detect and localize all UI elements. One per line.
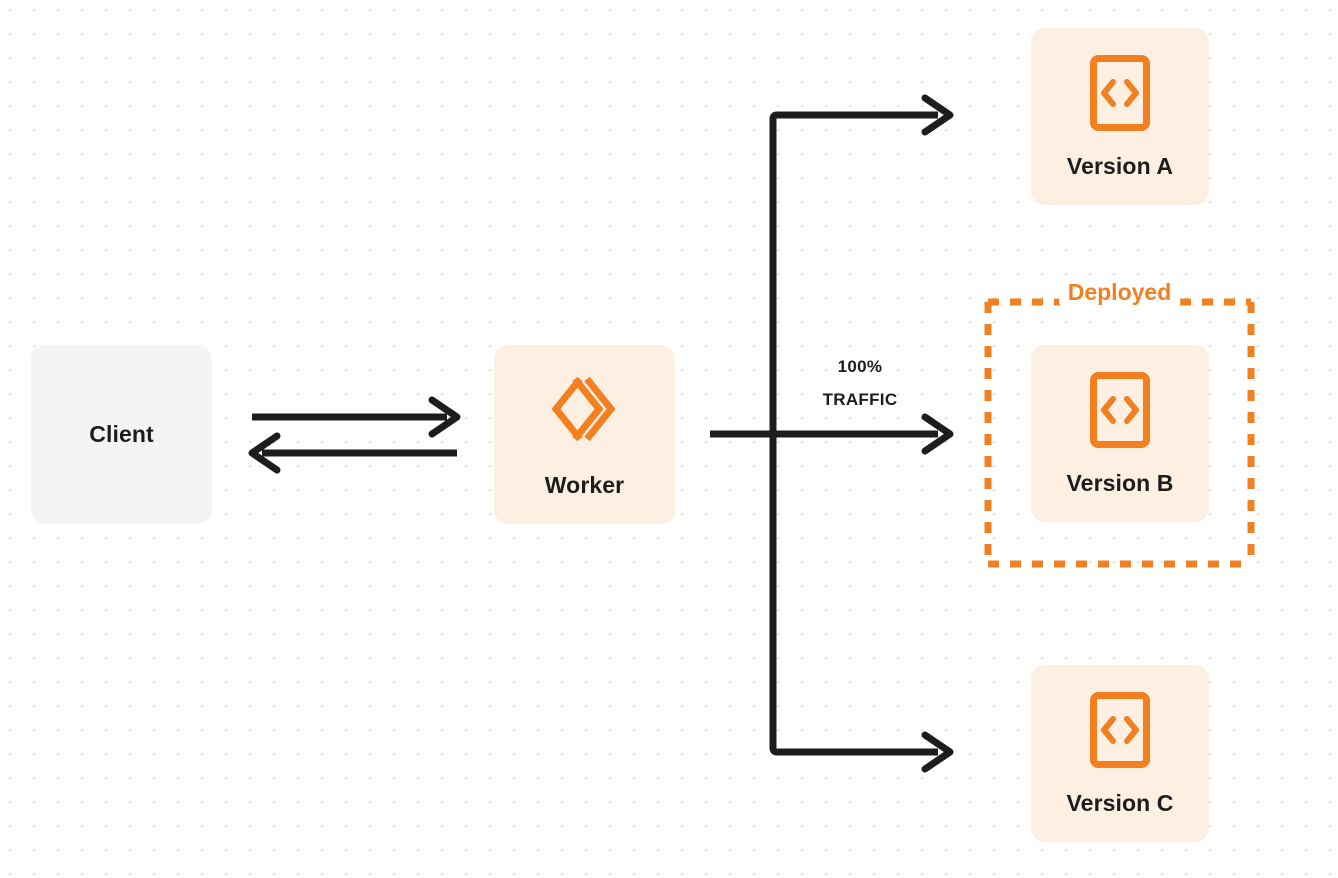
traffic-annotation: 100% TRAFFIC: [795, 350, 925, 416]
traffic-percent: 100%: [837, 357, 883, 376]
edge-worker-to-version-c: [786, 731, 954, 773]
cloudflare-workers-logo-icon: [547, 371, 623, 452]
node-version-b[interactable]: Version B: [1031, 345, 1209, 522]
deployed-group-frame: Deployed: [984, 281, 1255, 568]
node-worker[interactable]: Worker: [494, 345, 675, 524]
node-worker-label: Worker: [544, 471, 625, 498]
edge-worker-to-version-a: [786, 94, 954, 136]
node-version-a[interactable]: Version A: [1031, 28, 1209, 205]
node-client[interactable]: Client: [31, 345, 212, 524]
code-brackets-icon: [1089, 691, 1151, 774]
edge-trunk-vertical: [769, 111, 790, 756]
node-version-c-label: Version C: [1066, 789, 1174, 816]
edge-worker-to-client: [248, 432, 457, 474]
node-version-b-label: Version B: [1066, 469, 1174, 496]
edge-worker-to-version-b: [710, 413, 954, 455]
node-version-c[interactable]: Version C: [1031, 665, 1209, 842]
traffic-caption: TRAFFIC: [822, 390, 898, 410]
node-client-label: Client: [89, 421, 154, 447]
code-brackets-icon: [1089, 54, 1151, 137]
deployed-group-label: Deployed: [1058, 281, 1181, 304]
node-version-a-label: Version A: [1066, 152, 1174, 179]
code-brackets-icon: [1089, 371, 1151, 454]
edge-client-to-worker: [252, 396, 461, 438]
